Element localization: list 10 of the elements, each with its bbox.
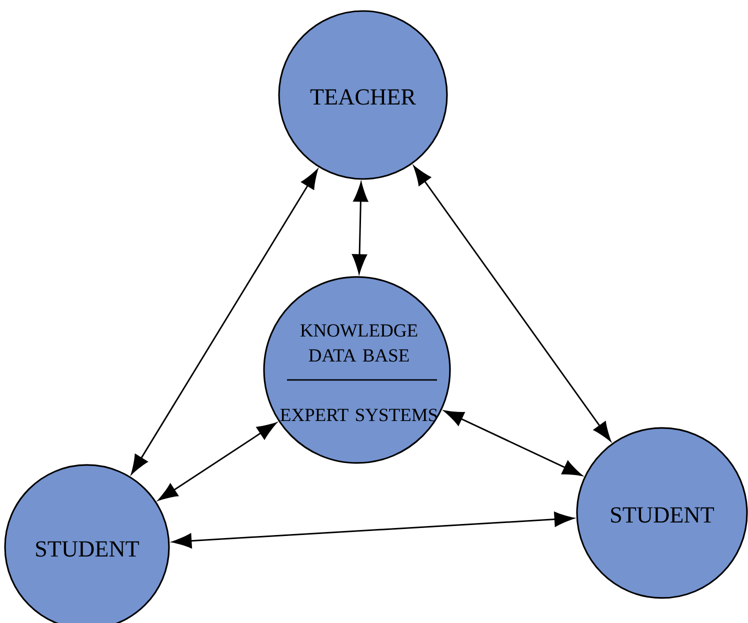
circle-node: KNOWLEDGE DATA BASE EXPERT SYSTEMS [263, 276, 451, 464]
double-arrow [131, 169, 318, 474]
circle-node: TEACHER [278, 10, 448, 180]
double-arrow [444, 410, 582, 476]
circle-node: STUDENT [4, 464, 170, 623]
double-arrow [413, 166, 611, 442]
double-arrow [172, 512, 574, 548]
circle-node: STUDENT [576, 427, 748, 599]
double-arrow [158, 422, 277, 501]
double-arrow [352, 182, 368, 274]
